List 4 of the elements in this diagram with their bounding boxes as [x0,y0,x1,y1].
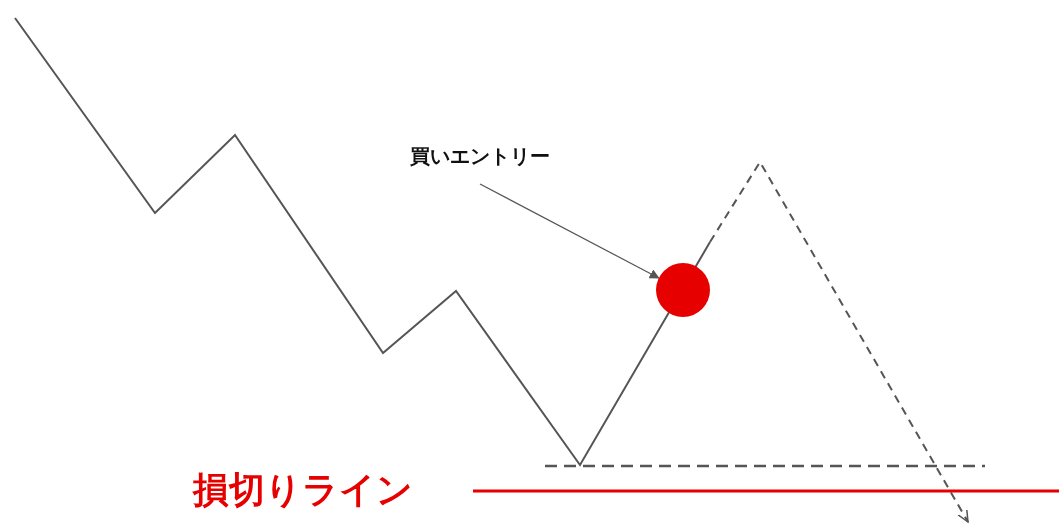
leader-arrow [479,183,660,279]
stop-loss-label: 損切りライン [193,468,413,512]
entry-label: 買いエントリー [410,143,550,170]
entry-point-circle [656,263,710,317]
